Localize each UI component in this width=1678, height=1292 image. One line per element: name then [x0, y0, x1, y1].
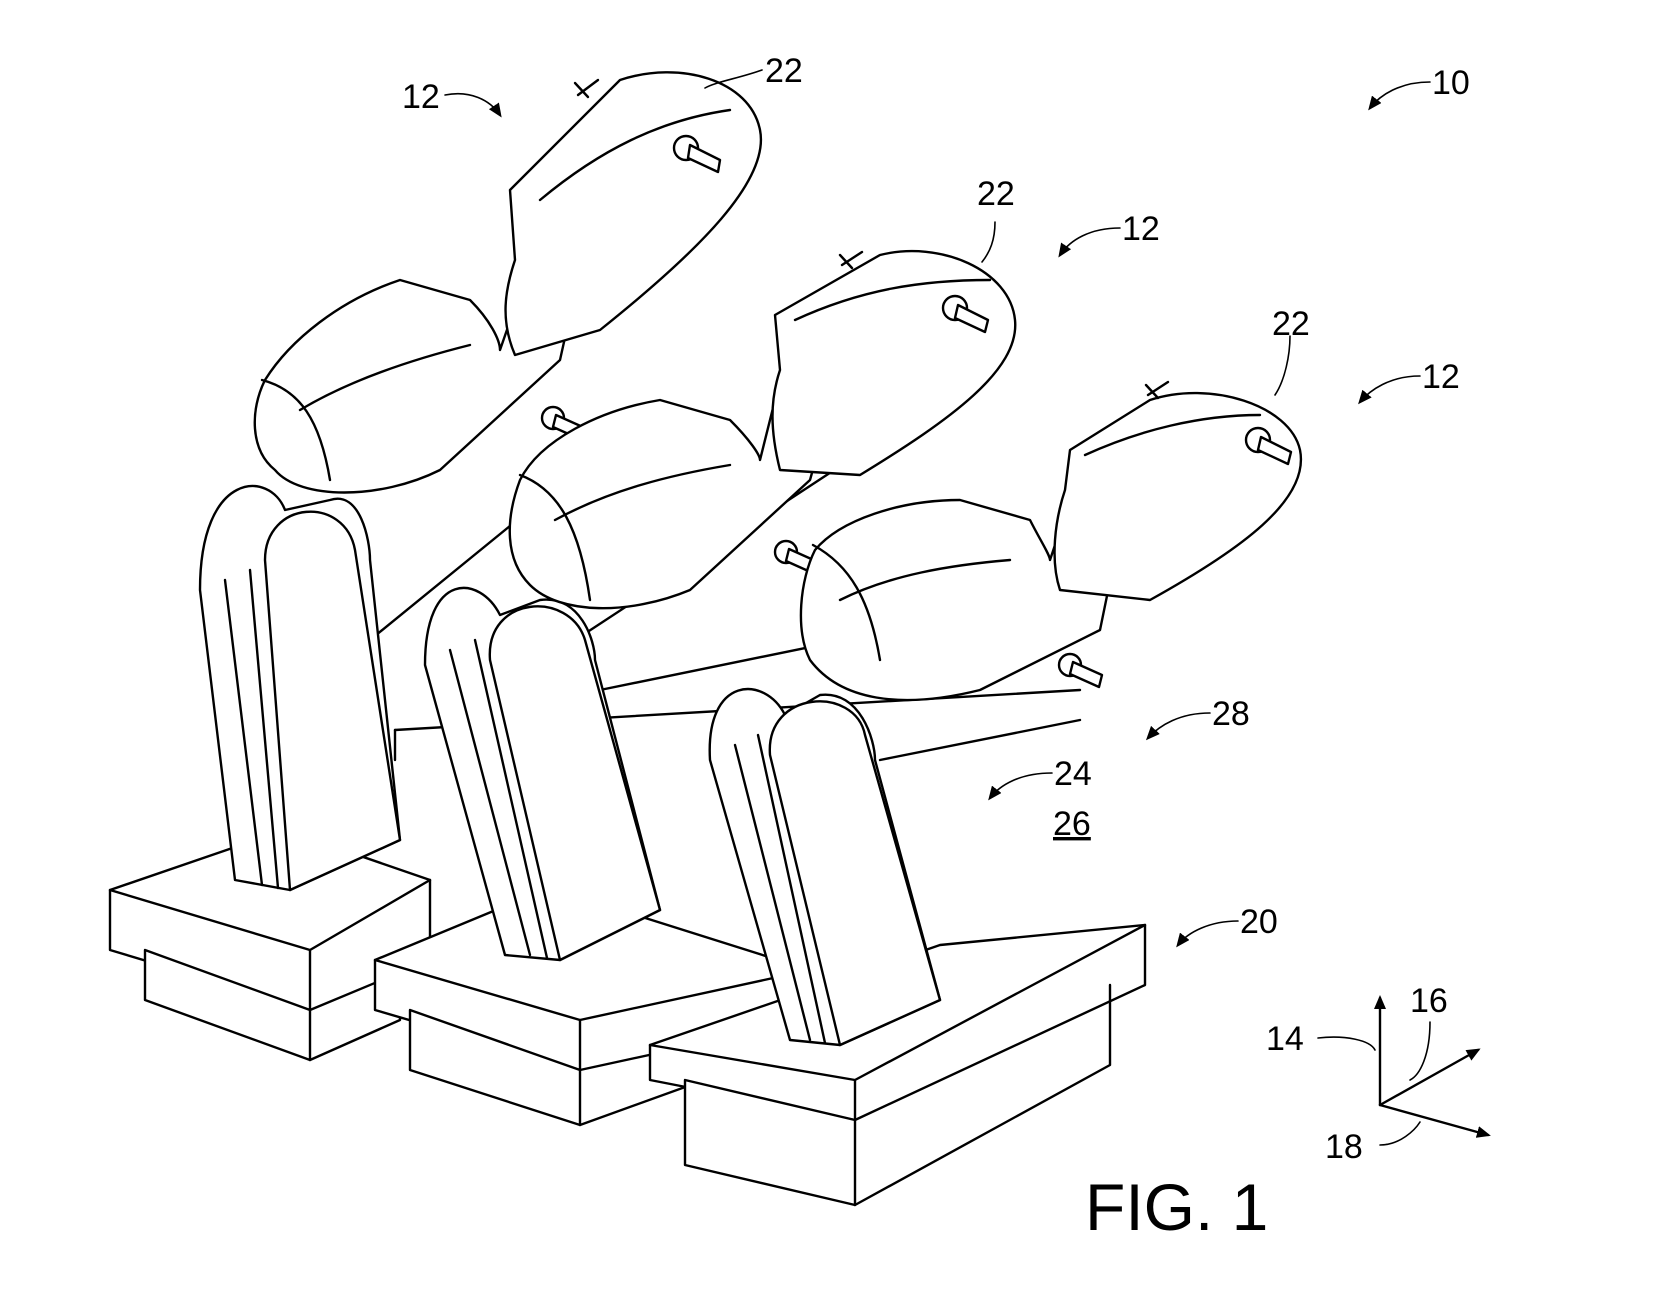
ref-end-1: 22 — [765, 52, 803, 90]
robot-2-forearm — [508, 250, 1017, 610]
ref-floor: 28 — [1212, 695, 1250, 733]
robot-3-upright — [708, 687, 942, 1047]
robot-2-upright — [423, 586, 662, 962]
ref-axis-depth: 16 — [1410, 982, 1448, 1020]
ref-base: 20 — [1240, 903, 1278, 941]
ref-robot-3: 12 — [1422, 358, 1460, 396]
robot-3-forearm — [799, 380, 1303, 702]
ref-end-2: 22 — [977, 175, 1015, 213]
reference-numerals: 12 22 10 22 12 22 12 28 24 26 20 14 16 1… — [402, 52, 1470, 1166]
ref-axis-vertical: 14 — [1266, 1020, 1304, 1058]
figure-caption: FIG. 1 — [1085, 1170, 1268, 1244]
robot-arm-3 — [648, 380, 1303, 1207]
ref-robot-1: 12 — [402, 78, 440, 116]
ref-robot-2: 12 — [1122, 210, 1160, 248]
ref-support-id: 26 — [1053, 805, 1091, 843]
ref-end-3: 22 — [1272, 305, 1310, 343]
robot-1-upright — [198, 484, 402, 892]
robot-1-base — [108, 828, 432, 1062]
leader-lines — [444, 69, 1431, 948]
robot-1-forearm — [253, 71, 763, 494]
axis-triad — [1317, 995, 1491, 1146]
robot-3-base — [648, 923, 1147, 1207]
ref-system: 10 — [1432, 64, 1470, 102]
ref-axis-horizontal: 18 — [1325, 1128, 1363, 1166]
ref-support: 24 — [1054, 755, 1092, 793]
robot-arm-1 — [108, 71, 763, 1062]
